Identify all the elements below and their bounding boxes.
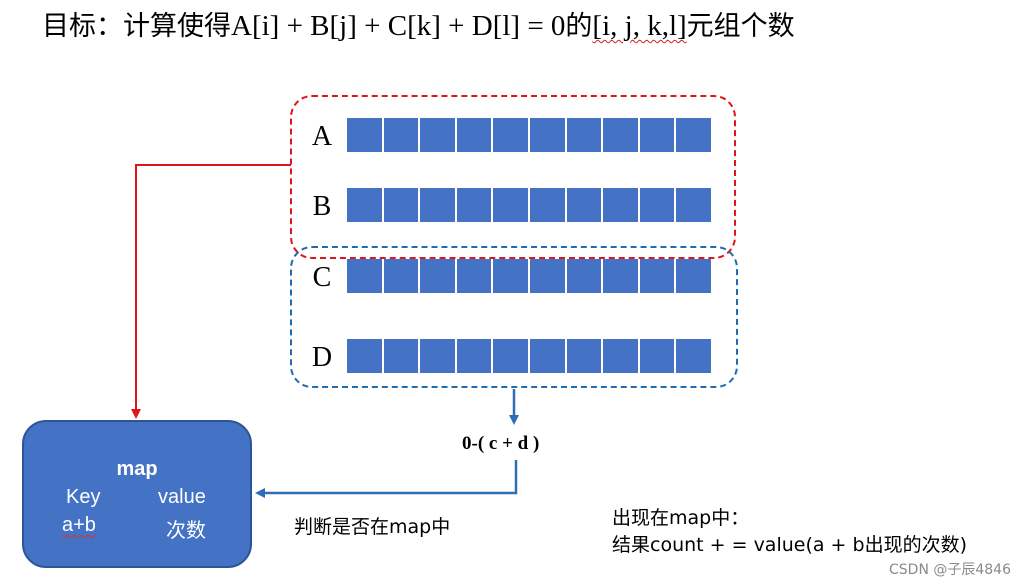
judge-label: 判断是否在map中 xyxy=(294,516,451,538)
array-cell xyxy=(420,188,457,222)
array-cell xyxy=(603,259,640,293)
array-cell xyxy=(676,188,711,222)
array-cell xyxy=(676,118,711,152)
array-cell xyxy=(639,259,677,293)
array-cell xyxy=(456,259,494,293)
array-cell xyxy=(347,118,384,152)
array-cell xyxy=(420,259,457,293)
array-cell xyxy=(493,118,530,152)
array-cell xyxy=(456,118,494,152)
array-cell xyxy=(347,339,384,373)
array-cell xyxy=(603,339,640,373)
array-cell xyxy=(639,339,677,373)
title-suffix: 元组个数 xyxy=(686,11,795,42)
title-prefix: 目标：计算使得 xyxy=(42,11,231,42)
array-cell xyxy=(420,118,457,152)
map-title: map xyxy=(116,458,158,480)
array-d xyxy=(347,339,711,373)
array-cell xyxy=(529,259,567,293)
array-cell xyxy=(493,339,530,373)
array-cell xyxy=(603,118,640,152)
array-cell xyxy=(347,188,384,222)
diagram-title: 目标：计算使得A[i] + B[j] + C[k] + D[l] = 0的[i,… xyxy=(42,6,795,47)
map-value-header: value xyxy=(158,486,206,508)
map-value: 次数 xyxy=(166,518,206,542)
map-key-header: Key xyxy=(66,486,101,508)
array-cell xyxy=(639,188,677,222)
array-cell xyxy=(456,188,494,222)
array-cell xyxy=(493,259,530,293)
array-b-label: B xyxy=(312,191,332,222)
array-cell xyxy=(383,188,421,222)
array-a-label: A xyxy=(311,121,333,152)
array-cell xyxy=(566,339,604,373)
array-cell xyxy=(603,188,640,222)
map-key: a+b xyxy=(62,514,96,536)
array-cell xyxy=(639,118,677,152)
array-cell xyxy=(566,118,604,152)
note-line-1: 出现在map中： xyxy=(612,507,750,529)
array-a xyxy=(347,118,711,152)
array-cell xyxy=(383,259,421,293)
array-cell xyxy=(676,259,711,293)
map-box: map Key value a+b 次数 xyxy=(22,420,252,568)
array-cell xyxy=(529,339,567,373)
watermark: CSDN @子辰4846 xyxy=(889,562,1011,578)
array-cell xyxy=(566,188,604,222)
ab-to-map-arrow xyxy=(131,164,291,419)
array-cell xyxy=(347,259,384,293)
title-middle: 的 xyxy=(565,11,593,42)
title-tuple: [i, j, k,l] xyxy=(592,10,687,42)
array-cell xyxy=(529,188,567,222)
array-d-label: D xyxy=(311,342,333,373)
array-c xyxy=(347,259,711,293)
array-c-label: C xyxy=(312,262,332,293)
array-cell xyxy=(493,188,530,222)
array-cell xyxy=(456,339,494,373)
group-cd-box xyxy=(290,246,738,388)
array-cell xyxy=(529,118,567,152)
array-cell xyxy=(676,339,711,373)
note-line-2: 结果count + = value(a + b出现的次数) xyxy=(612,534,967,556)
formula-to-map-arrow xyxy=(255,460,518,498)
formula-label: 0-( c + d ) xyxy=(462,433,540,454)
array-b xyxy=(347,188,711,222)
group-ab-box xyxy=(290,95,736,259)
array-cell xyxy=(420,339,457,373)
array-cell xyxy=(383,118,421,152)
array-cell xyxy=(566,259,604,293)
title-equation: A[i] + B[j] + C[k] + D[l] = 0 xyxy=(231,10,566,42)
array-cell xyxy=(383,339,421,373)
